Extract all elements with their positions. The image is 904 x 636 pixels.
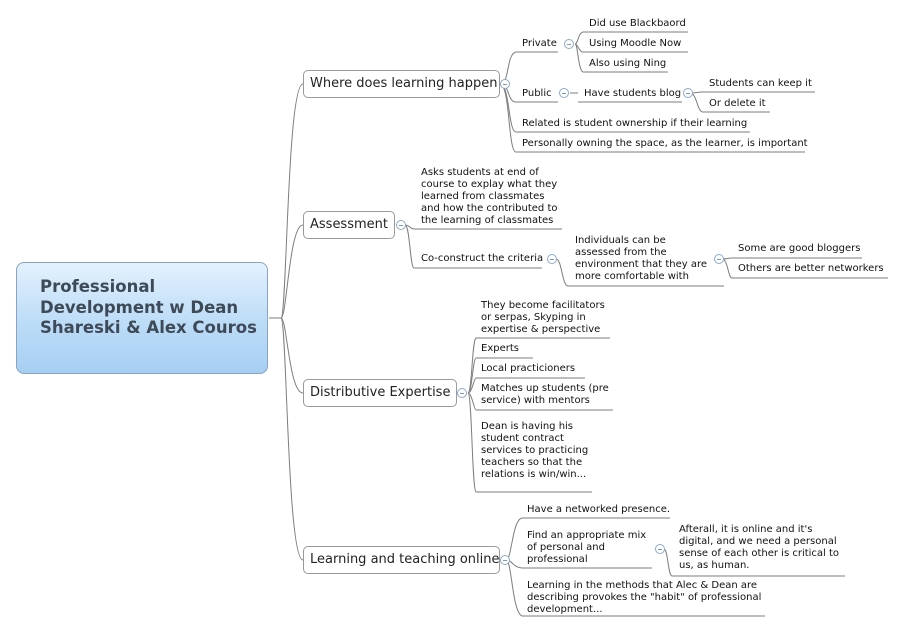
subtopic-experts[interactable]: Experts xyxy=(481,343,519,354)
subtopic-or-delete-it[interactable]: Or delete it xyxy=(709,98,766,109)
subtopic-match-mentors[interactable]: Matches up students (pre service) with m… xyxy=(481,383,609,406)
subtopic-appropriate-mix[interactable]: Find an appropriate mix of personal and … xyxy=(527,530,647,565)
topic-label: Where does learning happen xyxy=(310,76,498,91)
topic-where-does-learning-happen[interactable]: Where does learning happen xyxy=(303,70,500,98)
collapse-toggle-icon[interactable] xyxy=(500,79,510,89)
subtopic-good-bloggers[interactable]: Some are good bloggers xyxy=(738,243,861,254)
subtopic-student-ownership[interactable]: Related is student ownership if their le… xyxy=(522,118,748,129)
collapse-toggle-icon[interactable] xyxy=(396,220,406,230)
topic-distributive-expertise[interactable]: Distributive Expertise xyxy=(303,379,457,407)
collapse-toggle-icon[interactable] xyxy=(683,88,693,98)
subtopic-public[interactable]: Public xyxy=(522,88,552,99)
subtopic-better-networkers[interactable]: Others are better networkers xyxy=(738,263,884,274)
topic-learning-and-teaching-online[interactable]: Learning and teaching online xyxy=(303,546,500,574)
subtopic-local-practicioners[interactable]: Local practicioners xyxy=(481,363,576,374)
collapse-toggle-icon[interactable] xyxy=(714,254,724,264)
central-topic-label: Professional Development w Dean Shareski… xyxy=(40,277,257,337)
subtopic-private[interactable]: Private xyxy=(522,38,557,49)
topic-label: Learning and teaching online xyxy=(310,552,500,567)
collapse-toggle-icon[interactable] xyxy=(559,88,569,98)
subtopic-using-moodle[interactable]: Using Moodle Now xyxy=(589,38,682,49)
subtopic-dean-contract-services[interactable]: Dean is having his student contract serv… xyxy=(481,421,589,480)
collapse-toggle-icon[interactable] xyxy=(547,254,557,264)
central-topic[interactable] xyxy=(16,262,268,374)
subtopic-co-construct-criteria[interactable]: Co-construct the criteria xyxy=(421,253,544,264)
topic-label: Distributive Expertise xyxy=(310,385,451,400)
collapse-toggle-icon[interactable] xyxy=(457,388,467,398)
subtopic-habit-professional-development[interactable]: Learning in the methods that Alec & Dean… xyxy=(527,580,762,615)
subtopic-have-students-blog[interactable]: Have students blog xyxy=(584,88,682,99)
topic-label: Assessment xyxy=(310,217,388,232)
collapse-toggle-icon[interactable] xyxy=(500,555,510,565)
collapse-toggle-icon[interactable] xyxy=(564,39,574,49)
subtopic-individuals-assessed[interactable]: Individuals can be assessed from the env… xyxy=(575,235,708,282)
subtopic-networked-presence[interactable]: Have a networked presence. xyxy=(527,504,671,515)
subtopic-students-keep-it[interactable]: Students can keep it xyxy=(709,78,812,89)
collapse-toggle-icon[interactable] xyxy=(655,544,665,554)
subtopic-using-ning[interactable]: Also using Ning xyxy=(589,58,667,69)
subtopic-owning-space[interactable]: Personally owning the space, as the lear… xyxy=(522,138,808,149)
subtopic-did-use-blackboard[interactable]: Did use Blackbaord xyxy=(589,18,686,29)
subtopic-afterall-online[interactable]: Afterall, it is online and it's digital,… xyxy=(679,524,840,571)
topic-assessment[interactable]: Assessment xyxy=(303,211,395,239)
subtopic-asks-students[interactable]: Asks students at end of course to explay… xyxy=(421,167,558,226)
subtopic-facilitators[interactable]: They become facilitators or serpas, Skyp… xyxy=(481,300,605,335)
